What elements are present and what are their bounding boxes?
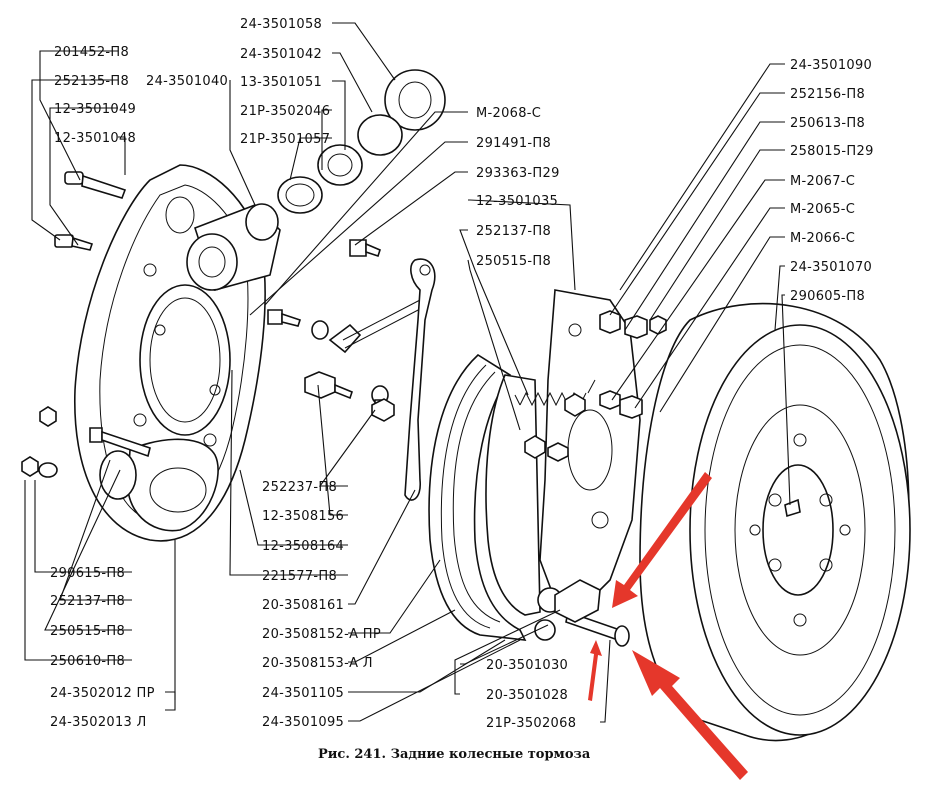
part-label: 290605-П8 [790,289,865,304]
part-label: М-2065-С [790,202,855,217]
part-label: 20-3508153-А Л [262,656,373,671]
part-label: 250613-П8 [790,116,865,131]
part-label: 24-3502013 Л [50,715,147,730]
part-label: 24-3501070 [790,260,872,275]
part-label: 250515-П8 [476,254,551,269]
labels-right: 24-3501090 252156-П8 250613-П8 258015-П2… [790,58,874,304]
part-label: 252237-П8 [262,480,337,495]
part-label: 12-3501049 [54,102,136,117]
part-label: 12-3508156 [262,509,344,524]
labels-mid: М-2068-С 291491-П8 293363-П29 12-3501035… [476,106,560,269]
figure-caption: Рис. 241. Задние колесные тормоза [318,747,591,762]
part-label: 20-3501028 [486,688,568,703]
annotation-arrows [588,472,748,780]
labels-left: 201452-П8 252135-П8 12-3501049 12-350104… [54,45,136,146]
part-label: 201452-П8 [54,45,129,60]
part-label: 24-3501058 [240,17,322,32]
part-label: 21Р-3502068 [486,716,576,731]
part-label: 20-3508161 [262,598,344,613]
part-label: 24-3501042 [240,47,322,62]
park-lever [328,258,436,501]
part-label: 291491-П8 [476,136,551,151]
bleeder-screw [54,171,127,251]
labels-top: 24-3501058 24-3501042 13-3501051 21Р-350… [146,17,330,147]
arrow-lower [632,650,748,780]
fasteners [21,239,395,478]
part-label: М-2067-С [790,174,855,189]
part-label: 24-3502012 ПР [50,686,155,701]
leader-lines [24,22,791,723]
arrow-middle-small [588,640,602,701]
arrow-upper [612,472,712,608]
wheel-cylinder [186,203,281,291]
anchor-pin [554,579,630,647]
part-label: 24-3501095 [262,715,344,730]
part-label: М-2068-С [476,106,541,121]
cylinder-parts [277,69,446,214]
brake-shoe-lining [428,353,527,641]
part-label: 21Р-3502046 [240,104,330,119]
part-label: 12-3501048 [54,131,136,146]
part-label: 24-3501105 [262,686,344,701]
part-label: 258015-П29 [790,144,874,159]
part-label: 252137-П8 [476,224,551,239]
part-label: 252156-П8 [790,87,865,102]
part-label: 250610-П8 [50,654,125,669]
part-label: 13-3501051 [240,75,322,90]
part-label: 252137-П8 [50,594,125,609]
brake-drum [639,302,911,742]
part-label: 252135-П8 [54,74,129,89]
part-label: 20-3501030 [486,658,568,673]
labels-bottom-left: 290615-П8 252137-П8 250515-П8 250610-П8 … [50,566,155,730]
part-label: 24-3501040 [146,74,228,89]
part-label: 293363-П29 [476,166,560,181]
labels-bottom-right: 20-3501030 20-3501028 21Р-3502068 [486,658,576,731]
part-label: 20-3508152-А ПР [262,627,381,642]
labels-center-low: 252237-П8 12-3508156 12-3508164 221577-П… [262,480,381,730]
brake-shoe [485,374,541,616]
part-label: 24-3501090 [790,58,872,73]
part-label: 290615-П8 [50,566,125,581]
part-label: 21Р-3501057 [240,132,330,147]
part-label: 221577-П8 [262,569,337,584]
part-label: 250515-П8 [50,624,125,639]
part-label: 12-3508164 [262,539,344,554]
part-label: М-2066-С [790,231,855,246]
part-label: 12-3501035 [476,194,558,209]
